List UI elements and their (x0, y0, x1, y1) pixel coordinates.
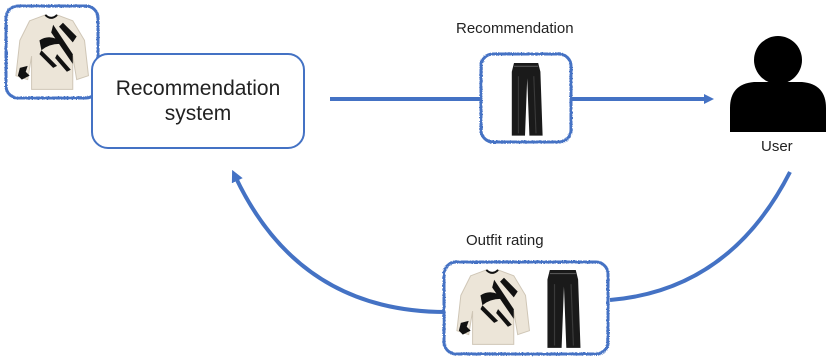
recommendation-system-label: Recommendation system (92, 54, 304, 148)
user-icon (730, 36, 826, 132)
user-label: User (761, 138, 793, 155)
outfit-rating-thumbnail (442, 260, 610, 356)
recommendation-system-box (91, 53, 305, 149)
outfit-rating-label: Outfit rating (466, 232, 544, 249)
recommended-pants-thumbnail (479, 52, 573, 144)
feedback-curve-right (609, 171, 792, 302)
system-line-1: Recommendation (115, 76, 281, 100)
system-line-2: system (164, 102, 232, 125)
feedback-curve-left (231, 169, 447, 314)
sweater-thumbnail (4, 4, 100, 100)
recommendation-label: Recommendation (456, 20, 574, 37)
